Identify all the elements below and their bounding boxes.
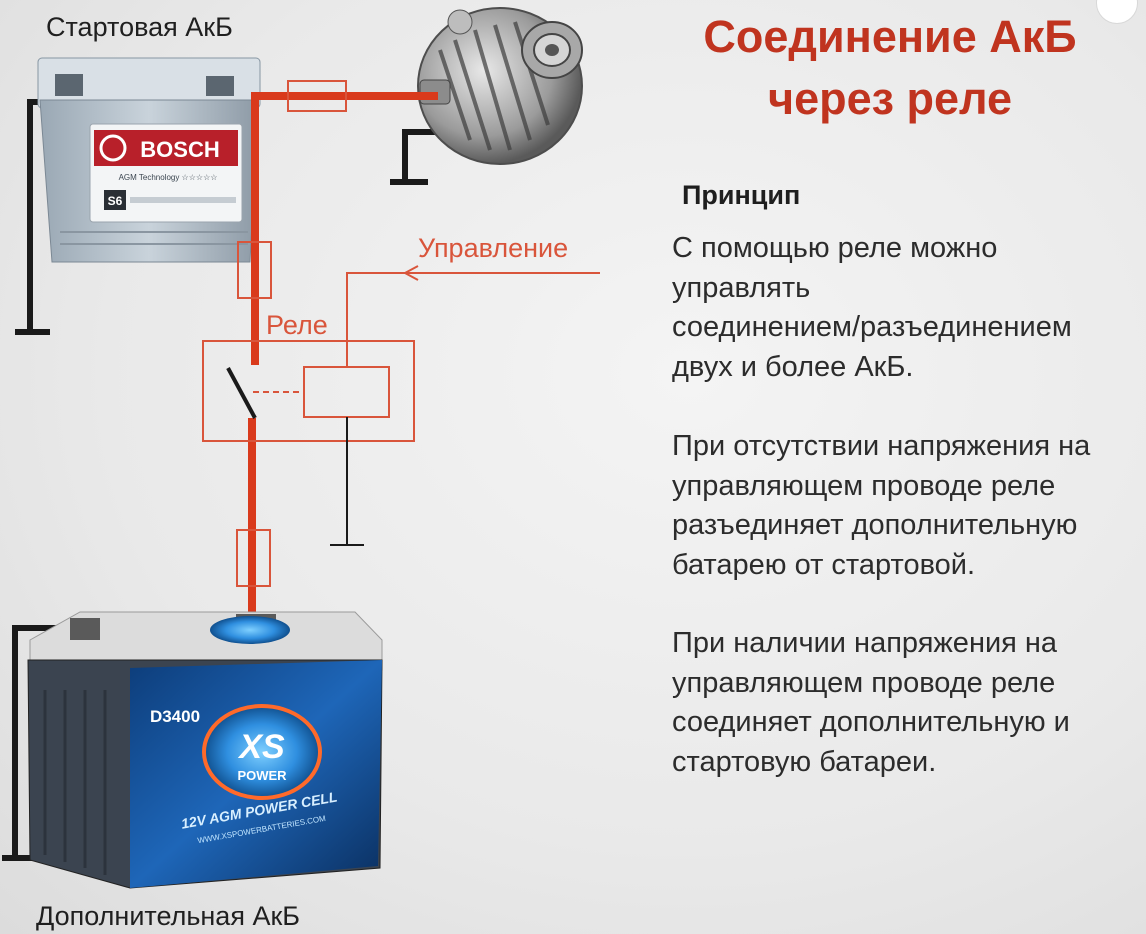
control-label: Управление xyxy=(418,233,569,263)
para2-line: разъединяет дополнительную xyxy=(672,509,1078,541)
aux-battery-brand-power: POWER xyxy=(237,768,287,783)
para2-line: управляющем проводе реле xyxy=(672,469,1056,502)
starter-battery-label: Стартовая АкБ xyxy=(46,12,233,42)
aux-battery-brand: XS xyxy=(237,728,285,766)
aux-battery-model: D3400 xyxy=(150,707,200,726)
relay-box xyxy=(202,340,415,442)
control-arrow xyxy=(404,265,419,281)
starter-battery-image: BOSCH AGM Technology ☆☆☆☆☆ S6 xyxy=(37,57,261,263)
para2-line: При отсутствии напряжения на xyxy=(672,430,1091,462)
relay-label: Реле xyxy=(266,310,328,340)
para3-line: соединяет дополнительную и xyxy=(672,706,1070,738)
para1-line: соединением/разъединением xyxy=(672,311,1072,343)
relay-ground-wire xyxy=(330,417,364,546)
aux-battery-label: Дополнительная АкБ xyxy=(36,901,300,931)
principle-heading: Принцип xyxy=(682,180,801,210)
aux-battery-image: D3400 XS POWER 12V AGM POWER CELL WWW.XS… xyxy=(27,611,383,889)
para2-line: батарею от стартовой. xyxy=(672,548,976,581)
principle-paragraph-2: При отсутствии напряжения на управляющем… xyxy=(672,427,1142,585)
para3-line: стартовую батареи. xyxy=(672,745,937,778)
principle-paragraph-3: При наличии напряжения на управляющем пр… xyxy=(672,624,1142,782)
para1-line: С помощью реле можно xyxy=(672,232,998,264)
fuse-top xyxy=(287,80,347,112)
control-wire xyxy=(346,272,600,367)
para1-line: управлять xyxy=(672,271,811,304)
para3-line: При наличии напряжения на xyxy=(672,627,1058,659)
relay-switch-arm xyxy=(226,367,257,419)
para1-line: двух и более АкБ. xyxy=(672,350,914,383)
title-line-1: Соединение АкБ xyxy=(703,11,1077,62)
relay-coil xyxy=(303,366,390,418)
battery-model-s6: S6 xyxy=(108,194,123,208)
ground-wire-alternator xyxy=(390,129,440,185)
para3-line: управляющем проводе реле xyxy=(672,666,1056,699)
alternator-image xyxy=(390,7,583,185)
fuse-middle xyxy=(237,241,272,299)
title-line-2: через реле xyxy=(767,73,1013,124)
ground-wire-aux xyxy=(2,625,62,861)
page-title: Соединение АкБ через реле xyxy=(640,6,1140,130)
fuse-bottom xyxy=(236,529,271,587)
main-power-wire xyxy=(251,92,438,365)
principle-paragraph-1: С помощью реле можно управлять соединени… xyxy=(672,229,1142,387)
battery-sub-text: AGM Technology ☆☆☆☆☆ xyxy=(119,173,218,182)
battery-brand-bosch: BOSCH xyxy=(140,137,219,162)
